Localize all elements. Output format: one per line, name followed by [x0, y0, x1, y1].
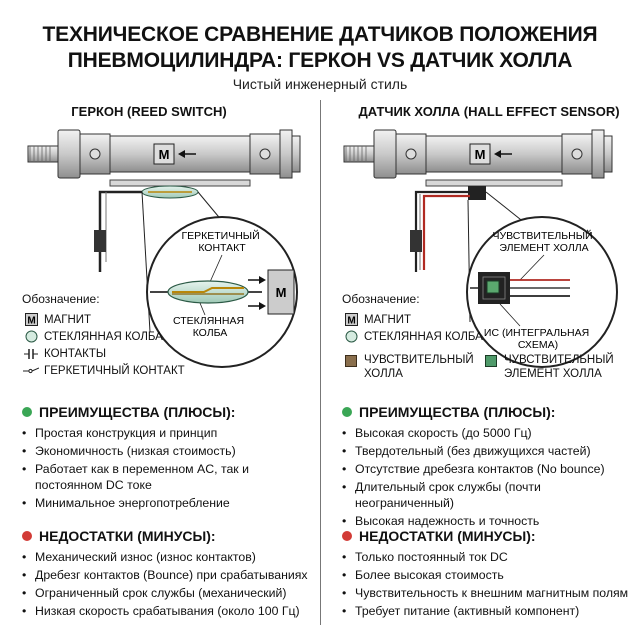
- list-item: Минимальное энергопотребление: [22, 495, 322, 512]
- reed-switch-heading: ГЕРКОН (REED SWITCH): [71, 104, 227, 119]
- magnet-icon: [469, 143, 491, 165]
- reed-pros-heading: ПРЕИМУЩЕСТВА (ПЛЮСЫ):: [39, 404, 236, 420]
- legend-item-magnet: M МАГНИТ: [342, 311, 614, 328]
- column-divider: [320, 100, 321, 625]
- red-dot-icon: [22, 531, 32, 541]
- reed-legend: Обозначение: M МАГНИТ СТЕКЛЯННАЯ КОЛБА К…: [22, 292, 185, 379]
- list-item: Отсутствие дребезга контактов (No bounce…: [342, 461, 640, 478]
- reed-switch-diagram: M ГЕРКЕТИЧНЫЙ КОНТАКТ: [27, 129, 301, 368]
- list-item: Чувствительность к внешним магнитным пол…: [342, 585, 640, 602]
- contacts-icon: [22, 348, 40, 360]
- list-item: Твердотельный (без движущихся частей): [342, 443, 640, 460]
- title-line-2: ПНЕВМОЦИЛИНДРА: ГЕРКОН VS ДАТЧИК ХОЛЛА: [67, 49, 573, 72]
- glass-bulb-icon: [22, 330, 40, 343]
- legend-item-glass: СТЕКЛЯННАЯ КОЛБА: [342, 328, 614, 345]
- legend-item-hall-element: ЧУВСТВИТЕЛЬНЫЙ ЭЛЕМЕНТ ХОЛЛА: [482, 353, 614, 381]
- glass-bulb-icon: [167, 280, 249, 304]
- hall-ic-label: ИС (ИНТЕГРАЛЬНАЯ СХЕМА): [484, 327, 592, 351]
- hall-legend: Обозначение: M МАГНИТ СТЕКЛЯННАЯ КОЛБА Ч…: [342, 292, 614, 381]
- hall-element-icon: [486, 280, 500, 294]
- hall-sensor-diagram: M ЧУВСТВИТЕЛЬНЫЙ ЭЛЕМЕНТ ХОЛЛА: [343, 129, 618, 368]
- hall-pros-section: ПРЕИМУЩЕСТВА (ПЛЮСЫ): Высокая скорость (…: [342, 402, 640, 531]
- connector-icon: [94, 230, 106, 252]
- connector-icon: [410, 230, 422, 252]
- hall-sensor-heading: ДАТЧИК ХОЛЛА (HALL EFFECT SENSOR): [358, 104, 620, 119]
- page-title: ТЕХНИЧЕСКОЕ СРАВНЕНИЕ ДАТЧИКОВ ПОЛОЖЕНИЯ…: [0, 22, 640, 74]
- hall-sensor-column: ДАТЧИК ХОЛЛА (HALL EFFECT SENSOR) M: [320, 104, 640, 634]
- red-dot-icon: [342, 531, 352, 541]
- hall-sensor-swatch-icon: [342, 355, 360, 367]
- hall-cons-heading: НЕДОСТАТКИ (МИНУСЫ):: [359, 528, 536, 544]
- magnet-letter: M: [159, 147, 170, 162]
- legend-item-magnet: M МАГНИТ: [22, 311, 185, 328]
- hall-sensor-body-icon: [468, 186, 486, 200]
- legend-item-contacts: КОНТАКТЫ: [22, 345, 185, 362]
- hall-callout-circle: [466, 216, 618, 368]
- legend-item-hall-sensor: ЧУВСТВИТЕЛЬНЫЙ ХОЛЛА: [342, 353, 482, 381]
- magnet-icon: [153, 143, 175, 165]
- green-dot-icon: [342, 407, 352, 417]
- reed-contact-label: ГЕРКЕТИЧНЫЙ КОНТАКТ: [181, 229, 262, 254]
- reed-bulb-label: СТЕКЛЯННАЯ КОЛБА: [173, 315, 247, 339]
- reed-contact-icon: [22, 365, 40, 377]
- hall-pros-heading: ПРЕИМУЩЕСТВА (ПЛЮСЫ):: [359, 404, 556, 420]
- hall-element-swatch-icon: [482, 355, 500, 367]
- list-item: Экономичность (низкая стоимость): [22, 443, 322, 460]
- list-item: Механический износ (износ контактов): [22, 549, 322, 566]
- hall-element-label: ЧУВСТВИТЕЛЬНЫЙ ЭЛЕМЕНТ ХОЛЛА: [492, 229, 595, 254]
- svg-text:M: M: [475, 147, 486, 162]
- svg-text:M: M: [27, 316, 35, 327]
- callout-magnet-icon: [267, 269, 295, 315]
- glass-bulb-icon: [342, 330, 360, 343]
- list-item: Требует питание (активный компонент): [342, 603, 640, 620]
- reed-cons-section: НЕДОСТАТКИ (МИНУСЫ): Механический износ …: [22, 526, 322, 621]
- svg-text:M: M: [276, 285, 287, 300]
- list-item: Только постоянный ток DC: [342, 549, 640, 566]
- piston-rod: [27, 145, 59, 163]
- reed-contact-label-l1: ГЕРКЕТИЧНЫЙ: [181, 229, 259, 242]
- magnet-icon: M: [22, 313, 40, 326]
- list-item: Высокая надежность и точность: [342, 513, 640, 530]
- page-subtitle: Чистый инженерный стиль: [232, 76, 408, 92]
- reed-contact-label-l2: КОНТАКТ: [198, 242, 246, 254]
- hall-cons-section: НЕДОСТАТКИ (МИНУСЫ): Только постоянный т…: [342, 526, 640, 621]
- list-item: Простая конструкция и принцип: [22, 425, 322, 442]
- reed-cons-heading: НЕДОСТАТКИ (МИНУСЫ):: [39, 528, 216, 544]
- magnet-icon: M: [342, 313, 360, 326]
- reed-legend-title: Обозначение:: [22, 292, 100, 306]
- reed-pros-section: ПРЕИМУЩЕСТВА (ПЛЮСЫ): Простая конструкци…: [22, 402, 322, 513]
- list-item: Длительный срок службы (почти неограниче…: [342, 479, 572, 512]
- list-item: Ограниченный срок службы (механический): [22, 585, 322, 602]
- svg-text:M: M: [347, 316, 355, 327]
- legend-item-glass: СТЕКЛЯННАЯ КОЛБА: [22, 328, 185, 345]
- piston-rod: [343, 145, 375, 163]
- hall-legend-title: Обозначение:: [342, 292, 420, 306]
- list-item: Низкая скорость срабатывания (около 100 …: [22, 603, 322, 620]
- end-cap-left: [57, 129, 81, 179]
- list-item: Работает как в переменном AC, так и пост…: [22, 461, 270, 494]
- list-item: Дребезг контактов (Bounce) при срабатыва…: [22, 567, 322, 584]
- reed-switch-column: ГЕРКОН (REED SWITCH) M: [0, 104, 320, 634]
- green-dot-icon: [22, 407, 32, 417]
- legend-item-reed-contact: ГЕРКЕТИЧНЫЙ КОНТАКТ: [22, 362, 185, 379]
- list-item: Высокая скорость (до 5000 Гц): [342, 425, 640, 442]
- title-line-1: ТЕХНИЧЕСКОЕ СРАВНЕНИЕ ДАТЧИКОВ ПОЛОЖЕНИЯ: [42, 23, 598, 46]
- list-item: Более высокая стоимость: [342, 567, 640, 584]
